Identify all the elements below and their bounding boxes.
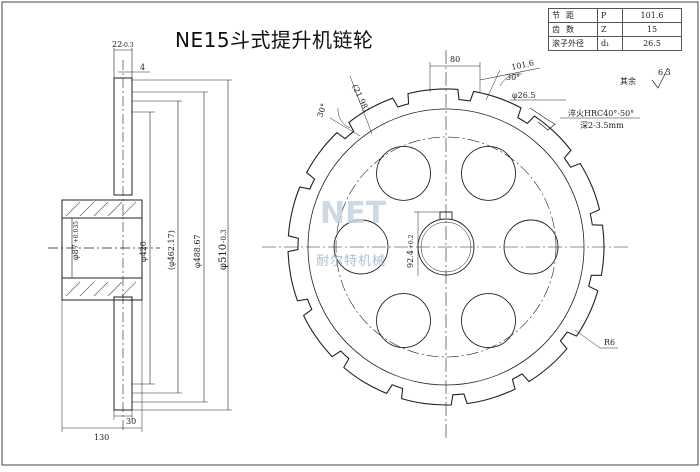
dim-web: 4 (140, 63, 145, 72)
dim-d4: φ510-0.3 (218, 229, 229, 270)
spec-symbol: d₁ (597, 36, 623, 51)
roughness-other: 其余 (620, 76, 636, 86)
bore-inner-circle (420, 221, 472, 273)
dim-rim: 30 (126, 417, 136, 426)
dim-top-hub-tol: -0.3 (122, 42, 134, 49)
spec-symbol: Z (597, 22, 623, 37)
spec-table: 节距 P 101.6 齿数 Z 15 滚子外径 d₁ 26.5 (548, 8, 682, 51)
lightening-hole (461, 145, 516, 201)
spec-value: 15 (622, 22, 682, 37)
watermark-logo: NET (320, 196, 387, 231)
spec-label: 滚子外径 (548, 36, 598, 51)
dim-keyway: 92.4+0.2 (406, 234, 415, 268)
spec-row: 节距 P 101.6 (548, 8, 682, 23)
side-rim-top (113, 77, 133, 196)
dim-width: 130 (94, 433, 109, 442)
dim-top-hub: 22 (112, 40, 122, 49)
dim-roller: φ26.5 (512, 91, 535, 100)
lightening-hole (376, 293, 431, 349)
pitch-circle (335, 136, 557, 358)
side-hatch-bottom (65, 281, 137, 297)
side-hatch-top (65, 201, 137, 217)
dim-angle-left: 30° (315, 102, 328, 118)
roughness-symbol (651, 67, 669, 89)
dim-d1: φ420 (139, 241, 148, 262)
dim-d3: φ488.67 (193, 234, 202, 268)
lightening-hole (461, 293, 516, 349)
roughness-value: 6.3 (658, 68, 671, 77)
lightening-hole (376, 145, 431, 201)
spec-value: 101.6 (622, 8, 682, 23)
front-view (262, 50, 640, 440)
lightening-hole (333, 219, 389, 275)
dim-d2: (φ462.17) (167, 230, 176, 270)
sprocket-outline (287, 88, 605, 406)
note-depth: 深2-3.5mm (580, 121, 624, 130)
dim-angle-right: 30° (506, 73, 520, 82)
spec-label: 节距 (548, 8, 598, 23)
lightening-hole (503, 219, 559, 275)
spec-row: 齿数 Z 15 (548, 22, 682, 37)
spec-row: 滚子外径 d₁ 26.5 (548, 36, 682, 51)
dim-radius: R6 (604, 338, 615, 347)
drawing-title: NE15斗式提升机链轮 (175, 28, 374, 52)
dim-chord: (21.98) (350, 83, 370, 113)
dim-tooth-gap: 80 (450, 55, 460, 64)
dim-bore: φ87+0.035 (71, 221, 80, 260)
spec-value: 26.5 (622, 36, 682, 51)
note-hardening: 淬火HRC40°-50° (568, 108, 634, 118)
spec-label: 齿数 (548, 22, 598, 37)
hardening-leader (529, 107, 556, 131)
keyway (439, 211, 453, 219)
spec-symbol: P (597, 8, 623, 23)
watermark-text: 耐尔特机械 (316, 254, 387, 269)
root-circle (307, 108, 585, 386)
side-view (48, 48, 232, 432)
lightening-holes (333, 145, 559, 349)
